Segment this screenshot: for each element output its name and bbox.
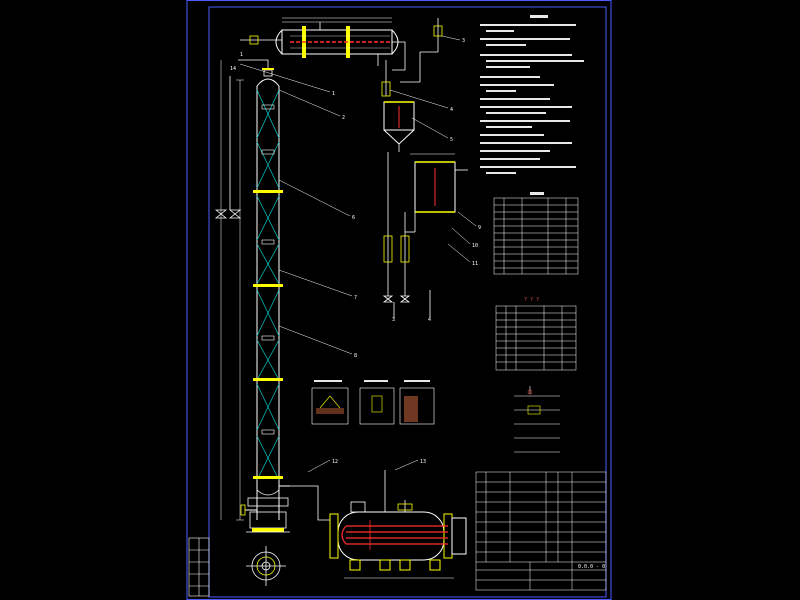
callout-5: 5 [450, 137, 453, 143]
reboiler [290, 470, 467, 579]
flow-meters [382, 152, 431, 318]
product-tank [410, 153, 468, 213]
callout-11: 11 [472, 261, 478, 267]
leader-lines [239, 35, 477, 473]
parts-table-heading: ? ? ? [524, 297, 539, 303]
detail-views [311, 380, 435, 425]
label-outlet-a: 3 [392, 317, 395, 323]
symbol-legend [514, 386, 560, 453]
reflux-line [214, 76, 242, 219]
callout-12: 12 [332, 459, 338, 465]
callout-13: 13 [420, 459, 426, 465]
label-outlet-b: 4 [428, 317, 431, 323]
vent-valve [400, 18, 443, 83]
reflux-drum [381, 60, 415, 152]
packing-beds [256, 89, 280, 481]
callout-2: 2 [342, 115, 345, 121]
callout-9: 9 [478, 225, 481, 231]
column-plan-view [246, 546, 286, 586]
distillation-column [240, 68, 290, 533]
nozzle-table [493, 192, 579, 275]
callout-10: 10 [472, 243, 478, 249]
column-dimension [220, 60, 244, 521]
label-left: 1 [240, 52, 243, 58]
callout-1: 1 [332, 91, 335, 97]
revision-strip [188, 537, 210, 597]
drawing-number: 0.0.0 - 0 [578, 564, 605, 570]
column-flanges [253, 190, 283, 479]
callout-14: 14 [230, 66, 236, 72]
callout-8: 8 [354, 353, 357, 359]
top-condenser [240, 17, 399, 66]
vapor-line [238, 41, 406, 71]
callout-7: 7 [354, 295, 357, 301]
parts-table [495, 305, 577, 371]
callout-6: 6 [352, 215, 355, 221]
internals [261, 104, 275, 435]
technical-notes [480, 15, 584, 174]
callout-4: 4 [450, 107, 453, 113]
callout-numbers: 1 2 3 4 5 6 7 8 9 10 11 12 13 14 1 3 4 [230, 38, 481, 465]
callout-3: 3 [462, 38, 465, 44]
title-block [475, 471, 607, 591]
